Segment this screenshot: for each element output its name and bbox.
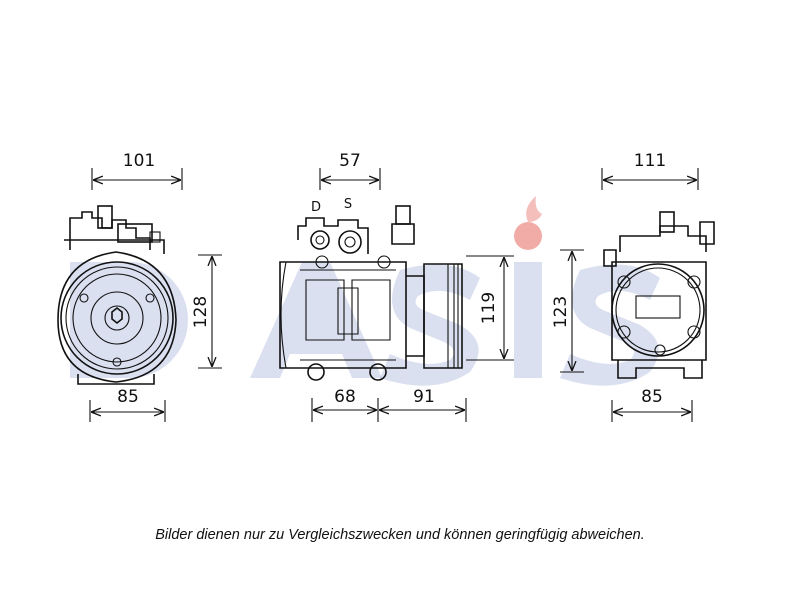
left-width-bottom-label: 85 <box>117 387 139 407</box>
left-height-label: 128 <box>191 296 211 328</box>
middle-height-body-label: 123 <box>551 296 571 328</box>
left-width-top-label: 101 <box>123 151 155 171</box>
discharge-port <box>310 230 330 250</box>
middle-view: D S 57 119 <box>279 151 584 422</box>
right-view: 111 85 <box>601 151 715 422</box>
port-d-label: D <box>311 200 321 215</box>
middle-width-top-label: 57 <box>339 151 361 171</box>
middle-width-bottom-left-label: 68 <box>334 387 356 407</box>
suction-port <box>338 230 362 254</box>
port-s-label: S <box>344 197 352 212</box>
right-width-top-label: 111 <box>634 151 666 171</box>
left-view: 101 128 85 <box>57 151 222 422</box>
disclaimer-caption: Bilder dienen nur zu Vergleichszwecken u… <box>155 527 645 543</box>
watermark-dot <box>514 222 542 250</box>
right-width-bottom-label: 85 <box>641 387 663 407</box>
middle-width-bottom-right-label: 91 <box>413 387 435 407</box>
middle-height-pulley-label: 119 <box>479 292 499 324</box>
pulley <box>423 263 463 369</box>
watermark-flame <box>526 196 542 222</box>
shaft-nut-icon <box>111 306 123 325</box>
